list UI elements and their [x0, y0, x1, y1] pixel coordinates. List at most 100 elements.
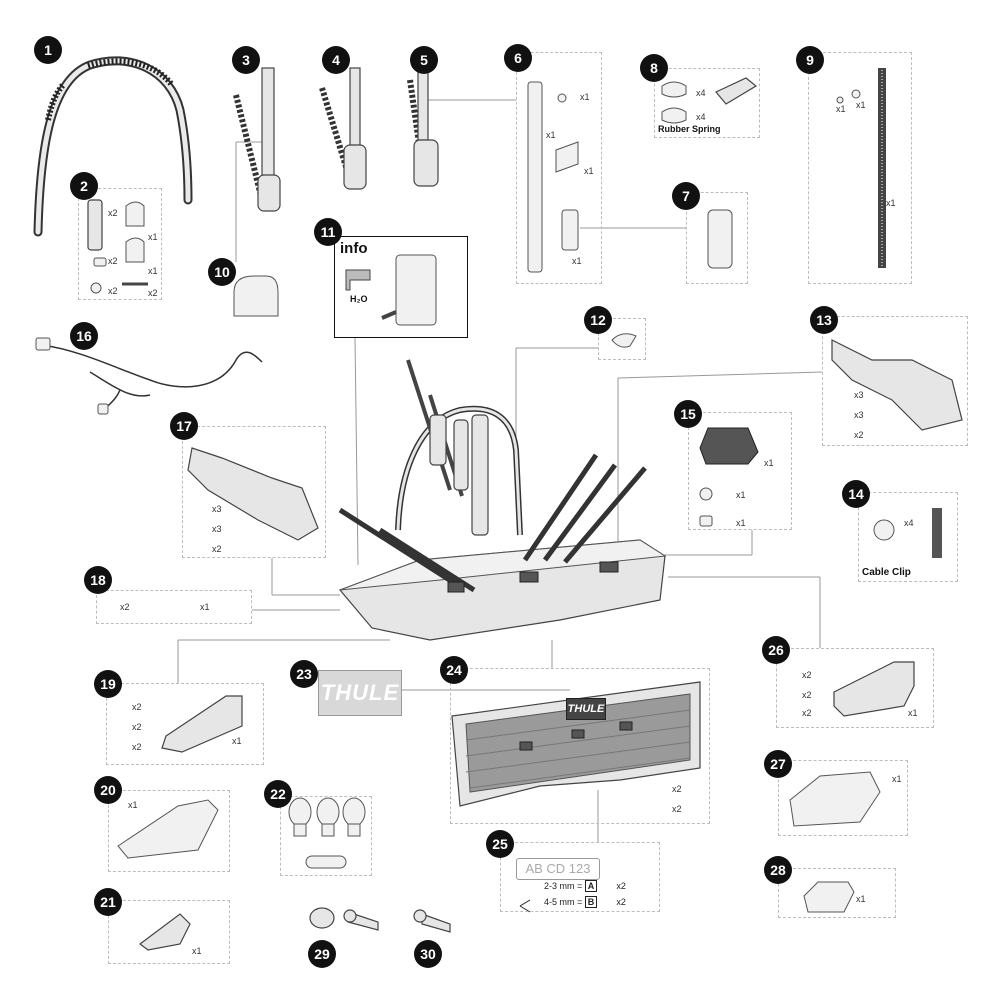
qty: x3	[212, 524, 222, 534]
callout-1: 1	[34, 36, 62, 64]
qty: x1	[128, 800, 138, 810]
callout-9: 9	[796, 46, 824, 74]
rule-a-letter: A	[584, 880, 598, 892]
callout-23: 23	[290, 660, 318, 688]
callout-15: 15	[674, 400, 702, 428]
part-20-box	[108, 790, 230, 872]
callout-26: 26	[762, 636, 790, 664]
part-13-cover	[831, 339, 963, 431]
qty: x1	[572, 256, 582, 266]
part-13-box	[822, 316, 968, 446]
callout-22: 22	[264, 780, 292, 808]
callout-2: 2	[70, 172, 98, 200]
part-19-end-cover	[161, 695, 243, 753]
callout-7: 7	[672, 182, 700, 210]
callout-18: 18	[84, 566, 112, 594]
main-carrier-assembly	[338, 359, 667, 641]
part-7-pad	[707, 209, 733, 269]
part-11-info-box	[334, 236, 468, 338]
part-1-arch-bar	[33, 56, 193, 237]
callout-11: 11	[314, 218, 342, 246]
qty: x4	[904, 518, 914, 528]
part-18-box	[96, 590, 252, 624]
part-14-cable-clip	[873, 508, 942, 558]
part-21-cover	[139, 913, 191, 951]
callout-19: 19	[94, 670, 122, 698]
callout-20: 20	[94, 776, 122, 804]
cable-clip-label: Cable Clip	[862, 567, 911, 578]
part-12-box	[598, 318, 646, 360]
part-28-cap	[803, 881, 855, 913]
qty: x2	[132, 702, 142, 712]
part-27-box	[778, 760, 908, 836]
thule-logo-sticker: THULE	[318, 670, 402, 716]
part-20-lens	[117, 799, 219, 859]
leader-lines	[177, 99, 823, 842]
qty: x1	[886, 198, 896, 208]
part-8-rubber-spring	[661, 77, 758, 124]
qty: x2	[108, 208, 118, 218]
qty: x1	[584, 166, 594, 176]
qty: x1	[192, 946, 202, 956]
qty: x1	[200, 602, 210, 612]
qty: x3	[854, 390, 864, 400]
part-10-cup	[233, 275, 279, 317]
qty: x1	[580, 92, 590, 102]
qty: x1	[148, 266, 158, 276]
callout-14: 14	[842, 480, 870, 508]
spacer-rule-b: 4-5 mm = B x2	[544, 896, 626, 908]
part-24-grille	[451, 681, 701, 807]
callout-6: 6	[504, 44, 532, 72]
qty: x1	[892, 774, 902, 784]
rule-b-range: 4-5 mm =	[544, 897, 583, 907]
callout-16: 16	[70, 322, 98, 350]
rule-a-range: 2-3 mm =	[544, 881, 583, 891]
part-24-box	[450, 668, 710, 824]
callout-28: 28	[764, 856, 792, 884]
qty: x3	[854, 410, 864, 420]
part-22-bulbs	[288, 797, 366, 869]
qty: x4	[696, 112, 706, 122]
qty: x2	[108, 256, 118, 266]
callout-13: 13	[810, 306, 838, 334]
rule-b-qty: x2	[616, 897, 626, 907]
grille-logo: THULE	[566, 698, 606, 720]
qty: x1	[856, 894, 866, 904]
part-6-box	[516, 52, 602, 284]
qty: x1	[908, 708, 918, 718]
part-4-holder	[319, 67, 367, 190]
spacer-rule-a: 2-3 mm = A x2	[544, 880, 626, 892]
qty: x2	[672, 804, 682, 814]
part-26-end-cover	[833, 661, 915, 717]
part-22-box	[280, 796, 372, 876]
part-16-cable	[35, 337, 263, 415]
qty: x1	[736, 518, 746, 528]
part-7-box	[686, 192, 748, 284]
part-15-lever	[699, 427, 759, 527]
qty: x2	[148, 288, 158, 298]
callout-25: 25	[486, 830, 514, 858]
part-28-box	[778, 868, 896, 918]
h2o-label: H₂O	[350, 294, 368, 304]
part-17-box	[182, 426, 326, 558]
rule-a-qty: x2	[616, 881, 626, 891]
rubber-spring-label: Rubber Spring	[658, 124, 721, 134]
part-11-info-drawing	[345, 254, 437, 326]
callout-10: 10	[208, 258, 236, 286]
callout-17: 17	[170, 412, 198, 440]
qty: x1	[764, 458, 774, 468]
qty: x2	[802, 708, 812, 718]
part-25-box	[500, 842, 660, 912]
qty: x1	[836, 104, 846, 114]
part-8-box	[654, 68, 760, 138]
qty: x1	[148, 232, 158, 242]
callout-21: 21	[94, 888, 122, 916]
callout-24: 24	[440, 656, 468, 684]
qty: x3	[212, 504, 222, 514]
qty: x1	[736, 490, 746, 500]
part-9-strap	[836, 68, 886, 268]
part-26-box	[776, 648, 934, 728]
callout-4: 4	[322, 46, 350, 74]
part-29-lock-key	[309, 907, 379, 931]
qty: x2	[854, 430, 864, 440]
